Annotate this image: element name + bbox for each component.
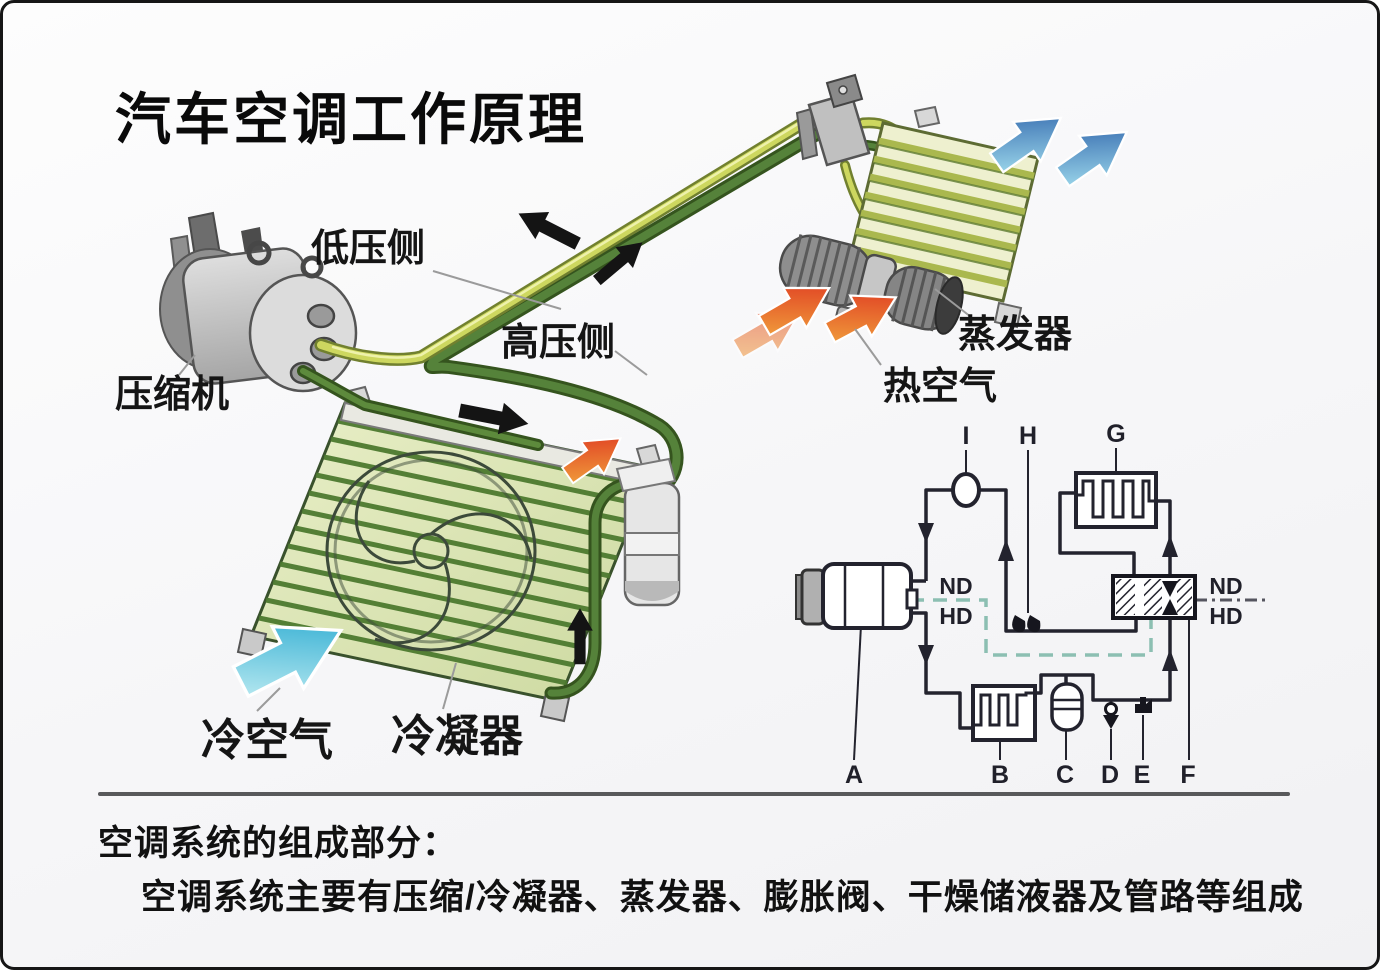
footer-heading: 空调系统的组成部分： [98,824,459,863]
schematic-left-nd: ND [939,573,972,599]
schematic-condenser-coil [971,684,1037,742]
label-cold-air: 冷空气 [201,716,333,765]
schematic-label-b: B [991,761,1009,789]
ac-system-diagram: 低压侧 高压侧 压缩机 蒸发器 热空气 冷空气 冷凝器 [115,73,1265,789]
flow-arrow-to-compressor [511,199,585,258]
schematic-label-g: G [1106,420,1125,448]
condenser-illustration [236,385,663,723]
schematic-temp-bulb [1012,615,1041,633]
schematic-muffler [951,472,981,508]
label-condenser: 冷凝器 [391,712,524,761]
schematic-label-i: I [963,422,970,450]
page-title: 汽车空调工作原理 [115,88,587,151]
schematic-service-valve-e [1135,697,1152,713]
pointer-lines [178,270,972,712]
schematic-service-valve-d [1103,700,1119,729]
schematic-compressor [795,562,919,630]
schematic-evaporator-coil [1074,471,1158,529]
schematic-flow-arrowheads [918,523,1178,671]
compressor-illustration [159,240,358,393]
schematic-circuit [853,448,1190,761]
schematic-right-nd: ND [1209,573,1242,599]
schematic-label-d: D [1101,761,1119,789]
receiver-drier [615,457,681,607]
schematic-label-f: F [1180,761,1195,789]
pressure-divider-line [841,598,1153,657]
schematic-receiver [1050,682,1084,732]
footer-divider [98,792,1290,796]
schematic-right-hd: HD [1209,603,1242,629]
schematic-expansion-valve [1111,574,1197,620]
condenser-fan [325,450,537,652]
schematic-label-c: C [1056,761,1074,789]
schematic-label-h: H [1019,422,1037,450]
schematic-label-a: A [845,761,863,789]
label-compressor: 压缩机 [115,374,229,416]
label-low-pressure-side: 低压侧 [311,228,425,270]
schematic-label-e: E [1134,761,1151,789]
label-high-pressure-side: 高压侧 [501,322,615,364]
footer-body: 空调系统主要有压缩/冷凝器、蒸发器、膨胀阀、干燥储液器及管路等组成 [141,878,1304,917]
label-evaporator: 蒸发器 [958,314,1073,356]
schematic-left-hd: HD [939,603,972,629]
cold-air-out-arrow-2 [1047,111,1142,198]
label-hot-air: 热空气 [883,366,997,408]
expansion-valve [795,73,871,167]
